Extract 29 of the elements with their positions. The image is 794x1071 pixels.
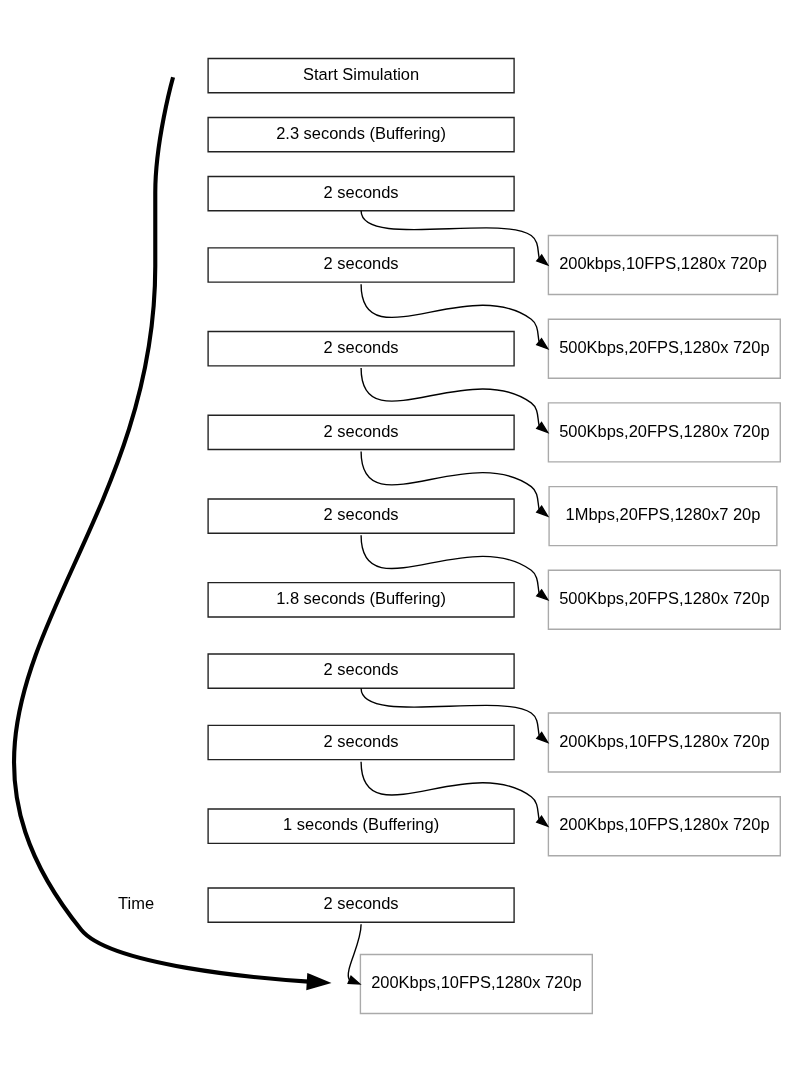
node-box: 2 seconds <box>207 652 515 689</box>
arrow <box>360 760 550 827</box>
node-box: 1 seconds (Buffering) <box>207 807 515 844</box>
node-box: 200Kbps,10FPS,1280x 720p <box>547 711 781 773</box>
arrow <box>360 450 550 517</box>
node-box: 500Kbps,20FPS,1280x 720p <box>547 318 781 379</box>
node-box: 2.3 seconds (Buffering) <box>207 116 515 152</box>
node-box: 2 seconds <box>207 330 515 367</box>
node-box: 2 seconds <box>207 414 515 450</box>
node-box: 1Mbps,20FPS,1280x7 20p <box>548 485 778 546</box>
node-box: 500Kbps,20FPS,1280x 720p <box>547 401 781 463</box>
arrow <box>360 534 550 601</box>
node-box: 500Kbps,20FPS,1280x 720p <box>547 569 781 630</box>
node-box: 2 seconds <box>207 886 515 923</box>
arrow <box>360 209 550 266</box>
node-box: 200Kbps,10FPS,1280x 720p <box>547 795 781 856</box>
node-box: 2 seconds <box>207 724 515 760</box>
arrow <box>360 283 550 350</box>
node-box: 2 seconds <box>207 175 515 211</box>
arrow <box>360 366 550 434</box>
node-box: 1.8 seconds (Buffering) <box>207 581 515 618</box>
node-box: 2 seconds <box>207 246 515 283</box>
node-box: 2 seconds <box>207 497 515 534</box>
label: Time <box>118 893 155 912</box>
arrow <box>347 923 362 985</box>
node-box: 200kbps,10FPS,1280x 720p <box>547 234 779 295</box>
node-box: Start Simulation <box>207 57 515 93</box>
arrow <box>360 687 550 744</box>
node-box: 200Kbps,10FPS,1280x 720p <box>359 953 593 1014</box>
